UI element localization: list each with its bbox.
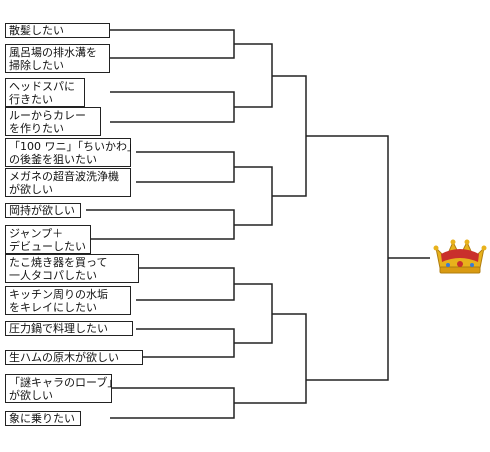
entry-5: 「100 ワニ」「ちいかわ」の後釜を狙いたい [5,138,138,167]
bracket-line [272,75,307,197]
entry-10: キッチン周りの水垢をキレイにしたい [5,286,131,315]
entry-11: 圧力鍋で料理したい [5,321,133,336]
bracket-line [234,283,273,344]
crown-icon [433,239,487,274]
entry-1: 散髪したい [5,23,110,38]
bracket-line [306,135,389,381]
bracket-line [234,313,307,404]
bracket-line [110,29,235,59]
bracket-line [110,387,235,419]
bracket-line [234,166,273,226]
entry-2: 風呂場の排水溝を掃除したい [5,44,110,73]
entry-3: ヘッドスパに行きたい [5,78,85,107]
entry-6: メガネの超音波洗浄機が欲しい [5,168,131,197]
entry-4: ルーからカレーを作りたい [5,107,101,136]
entry-14: 象に乗りたい [5,411,81,426]
bracket-line [110,91,235,123]
bracket-line [136,151,235,183]
bracket-line [234,43,273,108]
bracket-line [86,209,235,240]
bracket-line [136,267,235,301]
entry-7: 岡持が欲しい [5,203,81,218]
entry-9: たこ焼き器を買って一人タコパしたい [5,254,139,283]
bracket-line [136,328,235,358]
entry-12: 生ハムの原木が欲しい [5,350,143,365]
entry-13: 「謎キャラのローブ」が欲しい [5,374,118,403]
entry-8: ジャンプ＋デビューしたい [5,225,91,254]
